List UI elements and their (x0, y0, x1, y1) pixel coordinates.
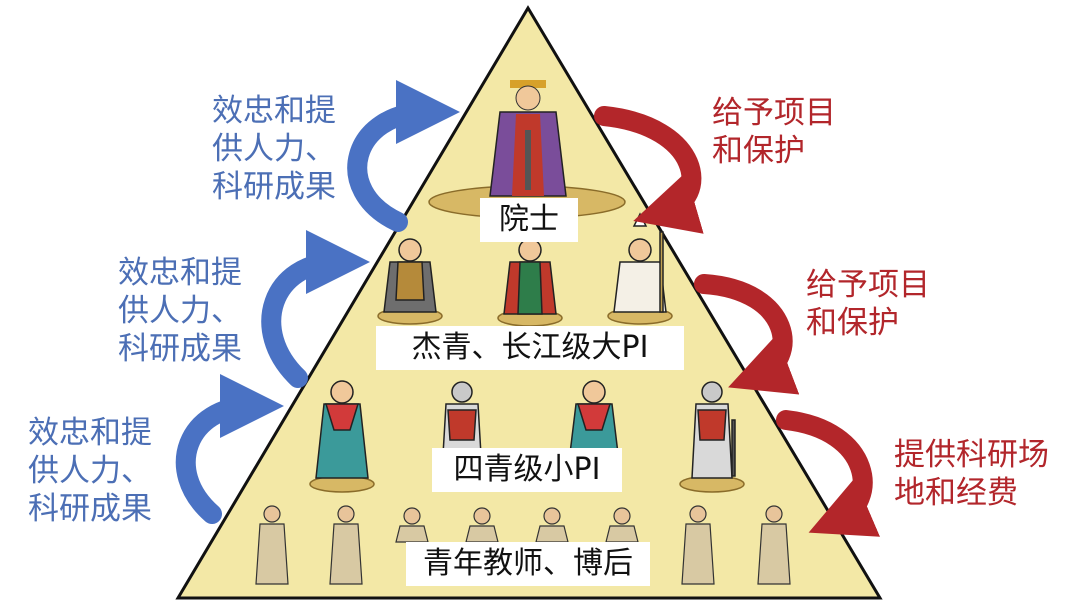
left-caption-2-line-2: 供人力、 (118, 293, 242, 329)
left-caption-1-line-2: 供人力、 (212, 131, 336, 167)
right-caption-1-line-2: 和保护 (712, 133, 805, 169)
right-caption-3-line-2: 地和经费 (894, 475, 1018, 511)
right-caption-1: 给予项目 和保护 (712, 94, 836, 170)
left-caption-3: 效忠和提 供人力、 科研成果 (28, 414, 152, 528)
noble-figures (383, 212, 667, 315)
left-arrow-3 (175, 374, 284, 524)
right-caption-3: 提供科研场 地和经费 (894, 436, 1049, 512)
tier-label-junior-pi: 四青级小PI (432, 448, 622, 492)
left-caption-1: 效忠和提 供人力、 科研成果 (212, 92, 336, 206)
right-caption-2: 给予项目 和保护 (806, 266, 930, 342)
left-arrow-1 (347, 80, 460, 232)
tier-label-senior-pi: 杰青、长江级大PI (376, 326, 684, 370)
right-caption-2-line-1: 给予项目 (806, 267, 930, 303)
right-caption-2-line-2: 和保护 (806, 305, 899, 341)
peasant-figures (255, 505, 791, 585)
right-caption-1-line-1: 给予项目 (712, 95, 836, 131)
right-arrow-2 (694, 274, 800, 395)
king-figure (489, 80, 567, 197)
left-caption-2-line-3: 科研成果 (118, 331, 242, 367)
left-caption-2-line-1: 效忠和提 (118, 255, 242, 291)
left-caption-3-line-2: 供人力、 (28, 453, 152, 489)
left-caption-2: 效忠和提 供人力、 科研成果 (118, 254, 242, 368)
right-arrows (594, 106, 881, 537)
tier-label-academician: 院士 (480, 198, 578, 242)
right-arrow-1 (594, 106, 704, 234)
left-arrows (175, 80, 460, 524)
tier-label-young-faculty: 青年教师、博后 (406, 542, 650, 586)
right-arrow-3 (776, 410, 881, 537)
left-caption-3-line-1: 效忠和提 (28, 415, 152, 451)
right-caption-3-line-1: 提供科研场 (894, 437, 1049, 473)
left-caption-3-line-3: 科研成果 (28, 491, 152, 527)
left-caption-1-line-3: 科研成果 (212, 169, 336, 205)
left-caption-1-line-1: 效忠和提 (212, 93, 336, 129)
left-arrow-2 (261, 230, 370, 388)
